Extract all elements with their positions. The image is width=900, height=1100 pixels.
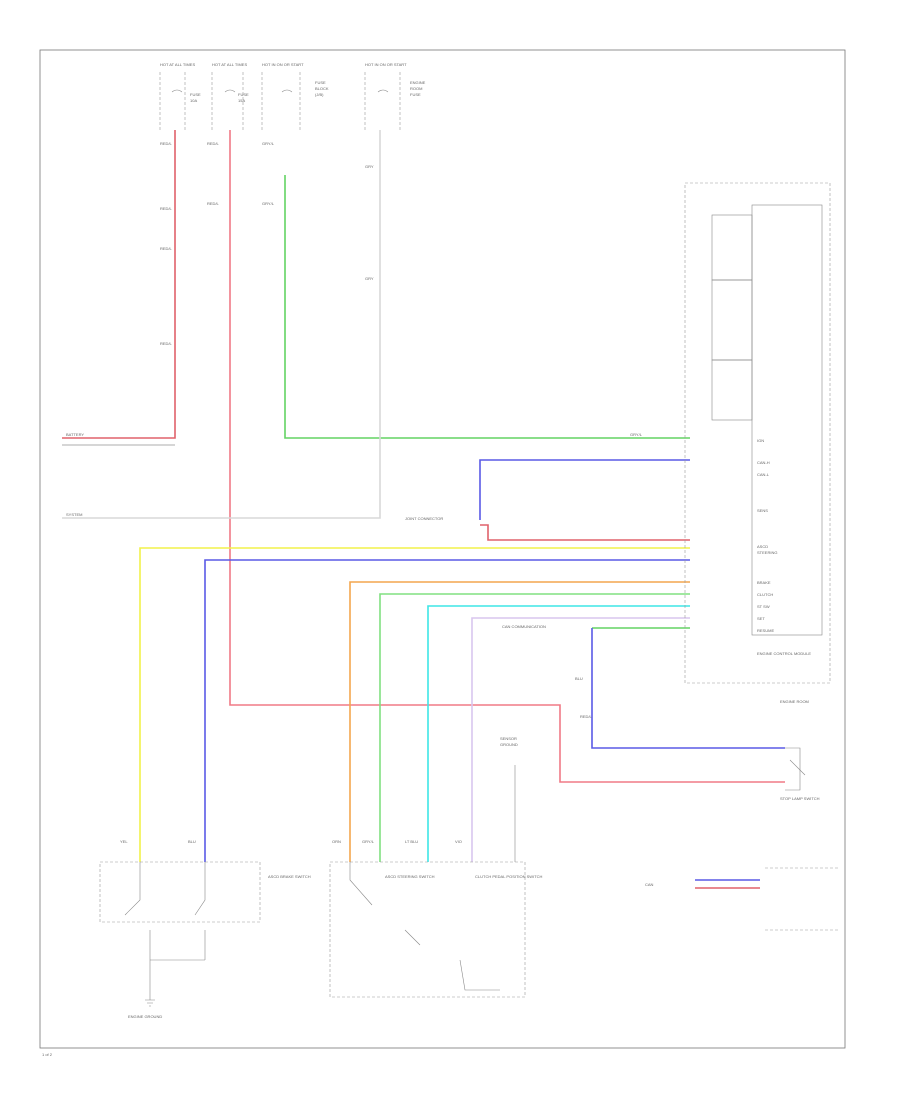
- svg-text:RED/L: RED/L: [160, 206, 173, 211]
- fuse-block-4: HOT IN ON OR START ENGINE ROOM FUSE: [364, 62, 426, 130]
- can-comm-label: CAN COMMUNICATION: [502, 624, 546, 629]
- svg-text:GRY/L: GRY/L: [262, 201, 275, 206]
- wire-blue-brake: [591, 628, 785, 749]
- blue-wire-tag: BLU: [188, 839, 196, 844]
- can-bus-connector: CAN: [645, 867, 840, 931]
- svg-text:ASCD: ASCD: [757, 544, 768, 549]
- ecm-label: ENGINE CONTROL MODULE: [757, 651, 811, 656]
- svg-text:IGN: IGN: [757, 438, 764, 443]
- switch-box-left: [99, 861, 261, 923]
- svg-text:RED/L: RED/L: [580, 714, 593, 719]
- wire-cyan: [427, 605, 690, 862]
- wire-blue: [204, 559, 690, 862]
- svg-text:FUSE: FUSE: [315, 80, 326, 85]
- svg-text:GRY: GRY: [365, 276, 374, 281]
- orange-wire-tag: ORN: [332, 839, 341, 844]
- wire-yellow: [139, 547, 690, 862]
- svg-text:RESUME: RESUME: [757, 628, 774, 633]
- fuse-block-3: HOT IN ON OR START FUSE BLOCK (J/B): [261, 62, 329, 130]
- svg-text:ST SW: ST SW: [757, 604, 770, 609]
- svg-text:SENS: SENS: [757, 508, 768, 513]
- svg-text:GRY: GRY: [365, 164, 374, 169]
- wire-green-1: [284, 175, 690, 439]
- steering-switch-label: ASCD STEERING SWITCH: [385, 874, 435, 879]
- diagram-frame: [39, 49, 846, 1049]
- wire-orange: [349, 581, 690, 862]
- svg-text:BRAKE: BRAKE: [757, 580, 771, 585]
- page-ref: 1 of 2: [42, 1052, 53, 1057]
- switch-box-right: [329, 861, 526, 998]
- fuse-4-label: HOT IN ON OR START: [365, 62, 407, 67]
- wire-red-short: [480, 524, 690, 541]
- svg-text:CAN-H: CAN-H: [757, 460, 770, 465]
- wire-violet: [471, 617, 690, 862]
- svg-text:GROUND: GROUND: [500, 742, 518, 747]
- svg-text:ENGINE: ENGINE: [410, 80, 426, 85]
- ecm-location: ENGINE ROOM: [780, 699, 809, 704]
- ground-label: ENGINE GROUND: [128, 1014, 162, 1019]
- stop-lamp-switch: STOP LAMP SWITCH: [780, 747, 820, 801]
- fuse-block-1: HOT AT ALL TIMES FUSE 10A: [159, 62, 201, 130]
- svg-text:SET: SET: [757, 616, 765, 621]
- wire-blue-loop: [479, 459, 690, 520]
- svg-text:GRY/L: GRY/L: [262, 141, 275, 146]
- svg-text:BLU: BLU: [575, 676, 583, 681]
- svg-text:FUSE: FUSE: [238, 92, 249, 97]
- svg-text:RED/L: RED/L: [207, 141, 220, 146]
- joint-connector-label: JOINT CONNECTOR: [405, 516, 443, 521]
- svg-text:RED/L: RED/L: [207, 201, 220, 206]
- wire-green-2: [379, 593, 690, 862]
- svg-text:FUSE: FUSE: [410, 92, 421, 97]
- green-wire-tag: GRY/L: [630, 432, 643, 437]
- svg-text:GRY/L: GRY/L: [362, 839, 375, 844]
- fuse-block-2: HOT AT ALL TIMES FUSE 15A: [211, 62, 249, 130]
- wire-pink: [229, 130, 785, 783]
- svg-text:CAN: CAN: [645, 882, 654, 887]
- svg-text:(J/B): (J/B): [315, 92, 324, 97]
- stop-lamp-label: STOP LAMP SWITCH: [780, 796, 820, 801]
- svg-text:RED/L: RED/L: [160, 141, 173, 146]
- yellow-wire-tag: YEL: [120, 839, 128, 844]
- svg-text:SYSTEM: SYSTEM: [66, 512, 82, 517]
- asd-switch: ASCD BRAKE SWITCH ENGINE GROUND: [124, 862, 311, 1019]
- svg-text:SENSOR: SENSOR: [500, 736, 517, 741]
- clutch-switch-label: CLUTCH PEDAL POSITION SWITCH: [475, 874, 543, 879]
- wire-red-1: [62, 130, 176, 439]
- svg-text:CLUTCH: CLUTCH: [757, 592, 773, 597]
- svg-text:BATTERY: BATTERY: [66, 432, 84, 437]
- violet-wire-tag: VIO: [455, 839, 462, 844]
- wire-gray-2: [62, 130, 381, 519]
- svg-text:CAN-L: CAN-L: [757, 472, 770, 477]
- ecm-box: [684, 182, 831, 684]
- svg-text:15A: 15A: [238, 98, 245, 103]
- svg-text:STEERING: STEERING: [757, 550, 777, 555]
- svg-text:ROOM: ROOM: [410, 86, 422, 91]
- fuse-2-label: HOT AT ALL TIMES: [212, 62, 247, 67]
- fuse-3-label: HOT IN ON OR START: [262, 62, 304, 67]
- svg-text:RED/L: RED/L: [160, 341, 173, 346]
- svg-text:RED/L: RED/L: [160, 246, 173, 251]
- clutch-steering-switch: ASCD STEERING SWITCH CLUTCH PEDAL POSITI…: [349, 862, 543, 991]
- svg-text:BLOCK: BLOCK: [315, 86, 329, 91]
- asd-switch-label: ASCD BRAKE SWITCH: [268, 874, 311, 879]
- svg-text:10A: 10A: [190, 98, 197, 103]
- cyan-wire-tag: LT BLU: [405, 839, 418, 844]
- svg-text:FUSE: FUSE: [190, 92, 201, 97]
- fuse-1-label: HOT AT ALL TIMES: [160, 62, 195, 67]
